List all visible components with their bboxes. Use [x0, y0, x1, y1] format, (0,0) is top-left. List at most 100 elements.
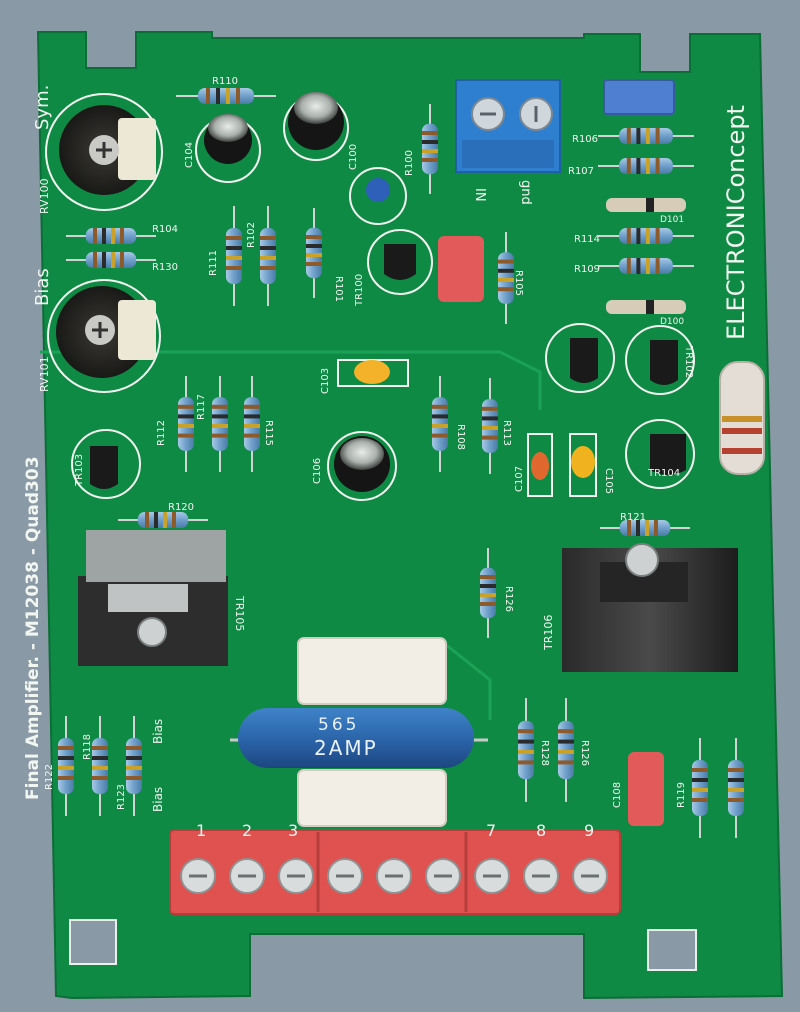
resistor-band: [111, 228, 115, 244]
capacitor-c106: [327, 431, 397, 501]
resistor-band: [558, 739, 574, 744]
label-r105: R105: [513, 270, 524, 296]
label-r102: R102: [246, 222, 257, 248]
resistor-band: [92, 776, 108, 780]
label-rv101: RV101: [38, 356, 51, 392]
capacitor-c104: [195, 114, 261, 183]
label-tr104: TR104: [647, 468, 680, 479]
resistor-band: [422, 140, 438, 144]
resistor-band: [627, 520, 631, 536]
board-title: Final Amplifier. - M12038 - Quad303: [23, 456, 43, 800]
label-c108: C108: [612, 782, 623, 808]
label-d101: D101: [660, 215, 684, 225]
label-r113: R113: [501, 420, 512, 446]
resistor-band: [692, 798, 708, 802]
resistor-band: [498, 287, 514, 292]
resistor-band: [692, 768, 708, 772]
terminal-number-8: 8: [536, 821, 546, 840]
resistor-band: [216, 88, 220, 104]
resistor-band: [126, 756, 142, 760]
resistor-band: [654, 520, 658, 536]
label-bias: Bias: [32, 268, 53, 306]
resistor-band: [655, 128, 660, 144]
resistor-band: [480, 584, 496, 588]
label-r119: R119: [676, 782, 687, 808]
resistor-band: [558, 729, 574, 734]
resistor-band: [646, 228, 650, 244]
resistor-band: [482, 416, 498, 421]
resistor-band: [728, 788, 744, 792]
fuse-cylinder: [230, 708, 488, 768]
resistor-band: [92, 766, 108, 770]
diode-d100: [606, 198, 686, 212]
resistor-band: [58, 776, 74, 780]
label-gnd: gnd: [518, 180, 533, 205]
label-r120: R120: [168, 502, 194, 513]
label-r130: R130: [152, 262, 178, 273]
label-tr103: TR103: [74, 454, 85, 487]
transistor-tr101: [545, 323, 615, 393]
label-r104: R104: [152, 224, 178, 235]
resistor-band: [226, 266, 242, 270]
label-r110: R110: [212, 76, 238, 87]
film-capacitor-r102: [603, 79, 675, 115]
resistor-band: [482, 426, 498, 430]
resistor-band: [226, 236, 242, 240]
label-c100: C100: [348, 144, 359, 170]
resistor-band: [102, 228, 106, 244]
resistor-band: [92, 756, 108, 760]
label-r118: R118: [82, 734, 93, 760]
label-r128: R128: [539, 740, 550, 766]
resistor-band: [480, 602, 496, 606]
label-r112: R112: [156, 420, 167, 446]
resistor-band: [260, 246, 276, 250]
resistor-band: [126, 776, 142, 780]
resistor-band: [498, 268, 514, 273]
resistor-band: [432, 414, 448, 419]
resistor-band: [111, 252, 115, 268]
potentiometer-rv100: [45, 93, 163, 211]
resistor-band: [728, 778, 744, 782]
terminal-number-7: 7: [486, 821, 496, 840]
resistor-band: [260, 236, 276, 240]
resistor-band: [655, 228, 660, 244]
resistor-band: [244, 424, 260, 428]
resistor-band: [728, 768, 744, 772]
label-c103: C103: [320, 368, 331, 394]
resistor-band: [655, 158, 660, 174]
label-sym: Sym.: [32, 85, 53, 130]
resistor-band: [126, 746, 142, 750]
resistor-band: [306, 235, 322, 239]
resistor-band: [692, 788, 708, 792]
ceramic-capacitor-c103: [337, 359, 409, 387]
output-terminal-block: [169, 829, 621, 915]
resistor-band: [244, 433, 260, 438]
resistor-band: [226, 246, 242, 250]
ceramic-capacitor-c100: [349, 167, 407, 225]
resistor-band: [498, 259, 514, 264]
resistor-band: [178, 433, 194, 438]
resistor-band: [646, 128, 650, 144]
label-rv100: RV100: [38, 178, 51, 214]
label-r121: R121: [620, 512, 646, 523]
resistor-band: [636, 258, 641, 274]
resistor-band: [646, 158, 650, 174]
label-c104: C104: [184, 142, 195, 168]
label-in: IN: [472, 188, 487, 202]
label-d100: D100: [660, 317, 684, 327]
label-c106: C106: [312, 458, 323, 484]
resistor-band: [226, 256, 242, 260]
resistor-band: [558, 750, 574, 754]
potentiometer-rv101: [47, 279, 161, 393]
label-c107: C107: [514, 466, 525, 492]
resistor-band: [126, 766, 142, 770]
terminal-number-2: 2: [242, 821, 252, 840]
label-r108: R108: [455, 424, 466, 450]
label-r107: R107: [568, 166, 594, 177]
resistor-band: [636, 228, 641, 244]
label-r111: R111: [208, 250, 219, 276]
resistor-band: [655, 258, 660, 274]
resistor-band: [498, 278, 514, 282]
input-terminal-block: [455, 79, 561, 173]
resistor-band: [92, 746, 108, 750]
